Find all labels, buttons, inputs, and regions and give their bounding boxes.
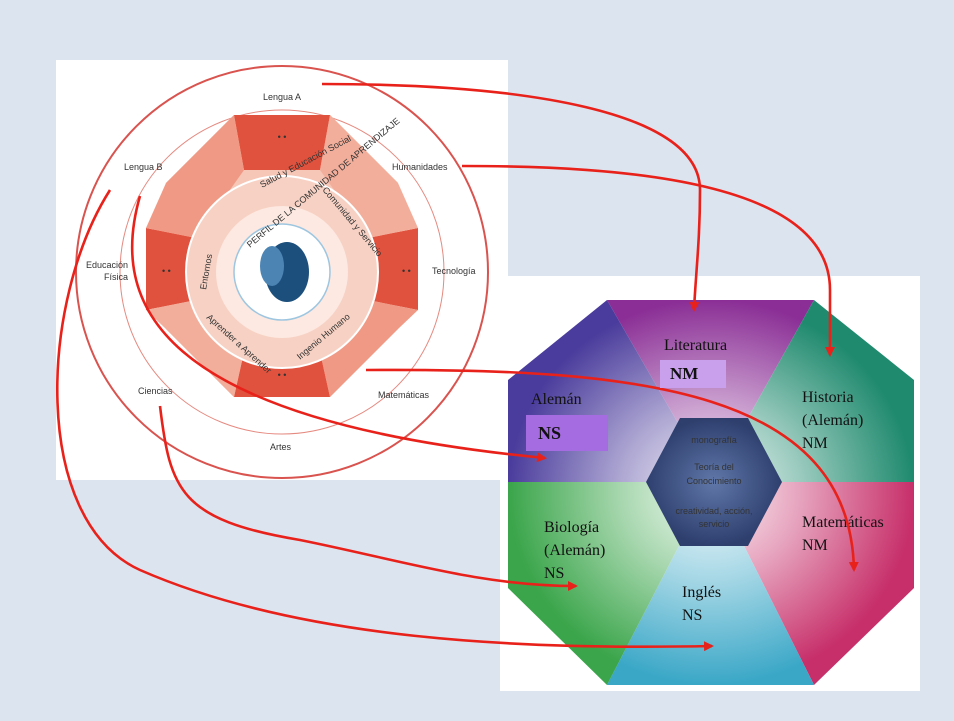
label-humanidades: Humanidades <box>392 162 448 172</box>
label-literatura: Literatura <box>664 337 727 354</box>
octagon-block-top <box>234 115 330 170</box>
label-biologia-3: NS <box>544 565 564 582</box>
arrow-ciencias-biologia <box>158 405 578 591</box>
arrow-matematicas-matematicas <box>365 368 859 572</box>
myp-circle: • • • • • • • • <box>75 65 489 479</box>
label-matematicas: Matemáticas <box>378 390 430 400</box>
badge-literatura-nm: NM <box>660 360 726 388</box>
label-fisica: Física <box>104 272 128 282</box>
core-hexagon <box>646 418 782 546</box>
label-historia-3: NM <box>802 435 828 452</box>
octagon-block-right <box>368 228 418 310</box>
arrow-humanidades-historia <box>461 164 835 357</box>
label-ingles-2: NS <box>682 607 702 624</box>
svg-text:• •: • • <box>402 266 411 276</box>
label-artes: Artes <box>270 442 292 452</box>
octagon-block-left <box>146 228 196 310</box>
label-lengua-b: Lengua B <box>124 162 163 172</box>
svg-text:• •: • • <box>162 266 171 276</box>
core-tdc-2: Conocimiento <box>686 476 741 486</box>
core-monografia: monografía <box>691 435 737 445</box>
label-tecnologia: Tecnología <box>432 266 476 276</box>
dp-hexagon <box>508 300 914 685</box>
label-biologia-2: (Alemán) <box>544 542 605 559</box>
label-educacion: Educación <box>86 260 128 270</box>
badge-aleman-ns: NS <box>526 415 608 451</box>
svg-text:• •: • • <box>278 132 287 142</box>
svg-text:• •: • • <box>278 370 287 380</box>
label-aleman: Alemán <box>531 391 582 408</box>
label-historia-2: (Alemán) <box>802 412 863 429</box>
label-matematicas-1: Matemáticas <box>802 514 884 531</box>
core-cas-2: servicio <box>699 519 730 529</box>
label-ciencias: Ciencias <box>138 386 173 396</box>
label-historia-1: Historia <box>802 389 854 406</box>
label-biologia-1: Biología <box>544 519 599 536</box>
label-lengua-a: Lengua A <box>263 92 301 102</box>
arrow-lengua-b-aleman <box>130 195 547 463</box>
core-cas-1: creatividad, acción, <box>675 506 752 516</box>
core-tdc-1: Teoría del <box>694 462 734 472</box>
label-ingles-1: Inglés <box>682 584 721 601</box>
arrow-educacion-ingles <box>56 189 714 652</box>
label-matematicas-2: NM <box>802 537 828 554</box>
connector-arrows <box>56 82 859 652</box>
arrow-lengua-a-literatura <box>321 82 702 312</box>
